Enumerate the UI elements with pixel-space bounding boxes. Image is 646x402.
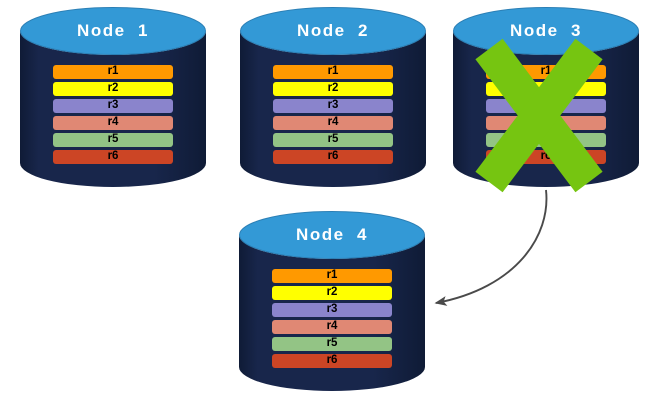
replica-row-label: r6 — [327, 150, 339, 163]
replica-row-label: r2 — [327, 82, 339, 95]
replica-row-label: r5 — [326, 337, 338, 350]
replica-row-list: r1 r2 r3 r4 r5 r6 — [272, 269, 392, 368]
cylinder-top-disc — [20, 7, 206, 55]
replica-row-r2[interactable]: r2 — [53, 82, 173, 96]
replica-row-list: r1 r2 r3 r4 r5 r6 — [486, 65, 606, 164]
replica-row-label: r6 — [107, 150, 119, 163]
replica-row-label: r1 — [326, 269, 338, 282]
replica-row-r1[interactable]: r1 — [272, 269, 392, 283]
replica-row-label: r3 — [327, 99, 339, 112]
replica-row-r6[interactable]: r6 — [53, 150, 173, 164]
replica-row-label: r4 — [327, 116, 339, 129]
replica-row-label: r3 — [326, 303, 338, 316]
replica-row-label: r6 — [326, 354, 338, 367]
replica-row-r4[interactable]: r4 — [486, 116, 606, 130]
replica-row-label: r1 — [540, 65, 552, 78]
replica-row-r1[interactable]: r1 — [273, 65, 393, 79]
cylinder-top-disc — [453, 7, 639, 55]
replica-row-r3[interactable]: r3 — [272, 303, 392, 317]
replica-row-r1[interactable]: r1 — [486, 65, 606, 79]
replica-row-r2[interactable]: r2 — [486, 82, 606, 96]
replica-row-label: r5 — [540, 133, 552, 146]
replica-row-label: r4 — [540, 116, 552, 129]
replica-row-r5[interactable]: r5 — [272, 337, 392, 351]
replica-row-r4[interactable]: r4 — [53, 116, 173, 130]
replica-row-r5[interactable]: r5 — [53, 133, 173, 147]
replica-row-r4[interactable]: r4 — [273, 116, 393, 130]
replica-row-label: r4 — [107, 116, 119, 129]
replica-row-list: r1 r2 r3 r4 r5 r6 — [53, 65, 173, 164]
replica-row-label: r5 — [107, 133, 119, 146]
replica-row-r2[interactable]: r2 — [273, 82, 393, 96]
replica-row-r6[interactable]: r6 — [272, 354, 392, 368]
replica-row-label: r2 — [540, 82, 552, 95]
replica-row-r3[interactable]: r3 — [486, 99, 606, 113]
replica-row-r5[interactable]: r5 — [273, 133, 393, 147]
replica-row-r3[interactable]: r3 — [273, 99, 393, 113]
cylinder-top-disc — [240, 7, 426, 55]
replica-row-list: r1 r2 r3 r4 r5 r6 — [273, 65, 393, 164]
replica-row-r6[interactable]: r6 — [273, 150, 393, 164]
replica-row-label: r1 — [107, 65, 119, 78]
replica-row-r4[interactable]: r4 — [272, 320, 392, 334]
replica-row-r5[interactable]: r5 — [486, 133, 606, 147]
replica-row-label: r3 — [540, 99, 552, 112]
replica-row-label: r4 — [326, 320, 338, 333]
replica-row-label: r3 — [107, 99, 119, 112]
replica-row-label: r5 — [327, 133, 339, 146]
cylinder-top-disc — [239, 211, 425, 259]
replica-row-r2[interactable]: r2 — [272, 286, 392, 300]
replica-row-label: r6 — [540, 150, 552, 163]
replica-row-r1[interactable]: r1 — [53, 65, 173, 79]
replica-row-label: r2 — [326, 286, 338, 299]
replica-row-r6[interactable]: r6 — [486, 150, 606, 164]
replica-row-label: r1 — [327, 65, 339, 78]
replica-row-label: r2 — [107, 82, 119, 95]
replica-row-r3[interactable]: r3 — [53, 99, 173, 113]
